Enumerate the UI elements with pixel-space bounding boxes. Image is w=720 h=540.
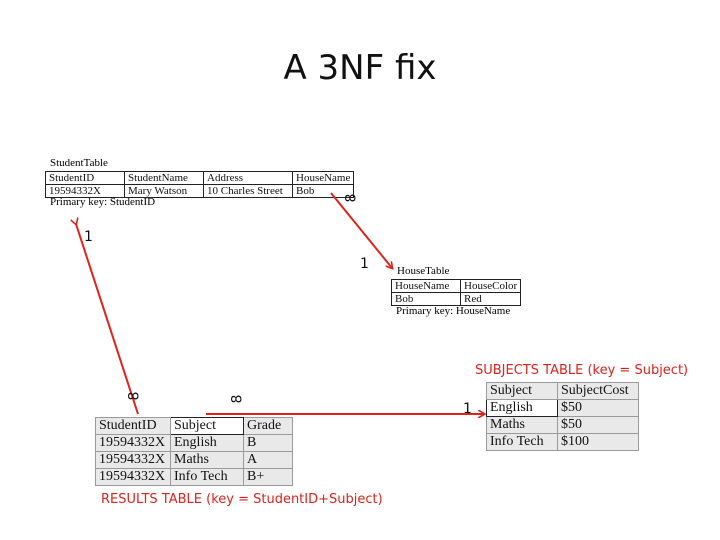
table-cell: 10 Charles Street	[203, 184, 293, 198]
table-cell: Red	[459, 292, 522, 306]
header-cell: HouseName	[391, 279, 461, 293]
table-cell: Info Tech	[170, 468, 244, 486]
header-cell: HouseColor	[459, 279, 522, 293]
subjects-table: Subject SubjectCost English $50 Maths $5…	[486, 382, 639, 451]
table-cell: English	[170, 434, 244, 452]
student-house-line	[330, 192, 392, 268]
table-cell: 19594332X	[95, 468, 171, 486]
cardinality-results-student-many: 8	[126, 391, 143, 401]
table-cell: Bob	[391, 292, 461, 306]
header-cell: SubjectCost	[557, 382, 639, 400]
table-row: 19594332X English B	[95, 434, 293, 452]
subjects-table-label: SUBJECTS TABLE (key = Subject)	[475, 363, 689, 378]
table-cell: B+	[243, 468, 293, 486]
table-cell: Mary Watson	[124, 184, 204, 198]
table-cell: 19594332X	[95, 451, 171, 469]
table-cell: English	[486, 399, 558, 417]
header-cell: StudentID	[95, 417, 171, 435]
table-row: English $50	[486, 399, 639, 417]
table-cell: 19594332X	[45, 184, 125, 198]
table-cell: Info Tech	[486, 433, 558, 451]
cardinality-student-many: 8	[343, 193, 360, 203]
header-cell: HouseName	[291, 171, 355, 185]
student-results-line	[76, 224, 139, 415]
results-table-label: RESULTS TABLE (key = StudentID+Subject)	[101, 492, 383, 507]
table-cell: 19594332X	[95, 434, 171, 452]
table-row: 19594332X Info Tech B+	[95, 468, 293, 486]
table-row: 19594332X Maths A	[95, 451, 293, 469]
table-cell: Bob	[291, 184, 355, 198]
table-cell: B	[243, 434, 293, 452]
table-cell: $100	[557, 433, 639, 451]
table-row: Info Tech $100	[486, 433, 639, 451]
student-table: StudentID StudentName Address HouseName …	[45, 171, 355, 198]
house-table-caption: HouseTable	[397, 265, 450, 277]
student-table-caption: StudentTable	[50, 157, 108, 169]
cardinality-results-subject-many: 8	[229, 394, 246, 404]
table-header-row: Subject SubjectCost	[486, 382, 639, 400]
table-cell: Maths	[486, 416, 558, 434]
table-row: Bob Red	[391, 292, 522, 306]
table-header-row: HouseName HouseColor	[391, 279, 522, 293]
cardinality-student-one: 1	[84, 229, 93, 245]
house-table: HouseName HouseColor Bob Red	[391, 279, 522, 306]
results-table: StudentID Subject Grade 19594332X Englis…	[95, 417, 293, 486]
student-table-footer: Primary key: StudentID	[50, 196, 156, 208]
house-table-footer: Primary key: HouseName	[396, 305, 511, 317]
cardinality-subjects-one: 1	[463, 401, 472, 417]
table-row: 19594332X Mary Watson 10 Charles Street …	[45, 184, 355, 198]
slide-title: A 3NF fix	[283, 48, 437, 88]
header-cell: Grade	[243, 417, 293, 435]
cardinality-house-one: 1	[360, 256, 369, 272]
